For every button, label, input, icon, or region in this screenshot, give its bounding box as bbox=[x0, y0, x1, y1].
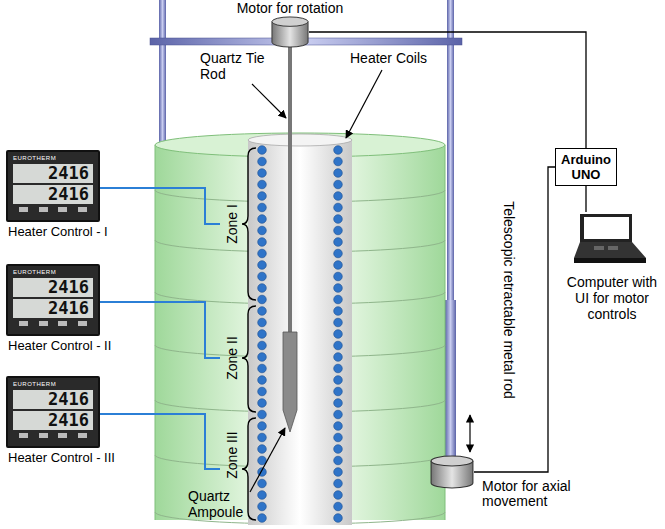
node-label: Heater Control - III bbox=[8, 450, 115, 465]
button bbox=[39, 321, 48, 326]
display-readout: 2416 bbox=[13, 299, 93, 318]
display-readout: 2416 bbox=[13, 164, 93, 183]
signal-wire bbox=[474, 167, 555, 472]
node-label: Computer with UI for motor controls bbox=[560, 274, 664, 322]
brand-label: EUROTHERM bbox=[13, 155, 93, 162]
brand-label: EUROTHERM bbox=[13, 381, 93, 388]
heater-coil bbox=[258, 146, 343, 523]
part-label: Telescopic retractable metal rod bbox=[501, 201, 517, 399]
leader-line bbox=[250, 70, 470, 492]
controller-box: Arduino UNO bbox=[555, 148, 617, 186]
metal-rod bbox=[445, 300, 456, 460]
button bbox=[19, 433, 28, 438]
button bbox=[58, 433, 67, 438]
part-label: Heater Coils bbox=[350, 50, 427, 66]
button bbox=[39, 207, 48, 212]
heater-controller: EUROTHERM24162416Heater Control - III bbox=[6, 376, 100, 448]
heater-wire bbox=[100, 188, 220, 469]
button bbox=[78, 433, 87, 438]
display-readout: 2416 bbox=[13, 390, 93, 409]
button bbox=[58, 321, 67, 326]
part-label: Quartz Tie Rod bbox=[200, 50, 270, 82]
display-readout: 2416 bbox=[13, 185, 93, 204]
button-row bbox=[13, 207, 93, 212]
button bbox=[19, 321, 28, 326]
heater-controller: EUROTHERM24162416Heater Control - II bbox=[6, 264, 100, 336]
node-label: Heater Control - I bbox=[8, 224, 108, 239]
button bbox=[19, 207, 28, 212]
node-label: Heater Control - II bbox=[8, 338, 111, 353]
display-readout: 2416 bbox=[13, 278, 93, 297]
part-label: Zone I bbox=[224, 204, 240, 244]
button bbox=[78, 321, 87, 326]
button-row bbox=[13, 321, 93, 326]
display-readout: 2416 bbox=[13, 411, 93, 430]
quartz-ampoule bbox=[283, 332, 297, 432]
part-label: Zone III bbox=[224, 431, 240, 478]
signal-wire bbox=[585, 186, 586, 212]
brand-label: EUROTHERM bbox=[13, 269, 93, 276]
button bbox=[39, 433, 48, 438]
button bbox=[58, 207, 67, 212]
signal-wire bbox=[309, 32, 586, 148]
node-label: Motor for axial movement bbox=[482, 479, 600, 509]
node-label: Motor for rotation bbox=[237, 1, 344, 16]
motor-cylinder: Motor for rotation bbox=[271, 16, 309, 48]
furnace-tube bbox=[248, 140, 352, 525]
node-label: Arduino UNO bbox=[558, 152, 614, 182]
button-row bbox=[13, 433, 93, 438]
button bbox=[78, 207, 87, 212]
part-label: Zone II bbox=[224, 336, 240, 380]
zone-brace bbox=[242, 148, 256, 520]
part-label: Quartz Ampoule bbox=[188, 488, 248, 520]
computer-icon: Computer with UI for motor controls bbox=[572, 212, 652, 270]
motor-cylinder: Motor for axial movement bbox=[430, 455, 474, 489]
quartz-tie-rod bbox=[288, 44, 292, 336]
heater-controller: EUROTHERM24162416Heater Control - I bbox=[6, 150, 100, 222]
